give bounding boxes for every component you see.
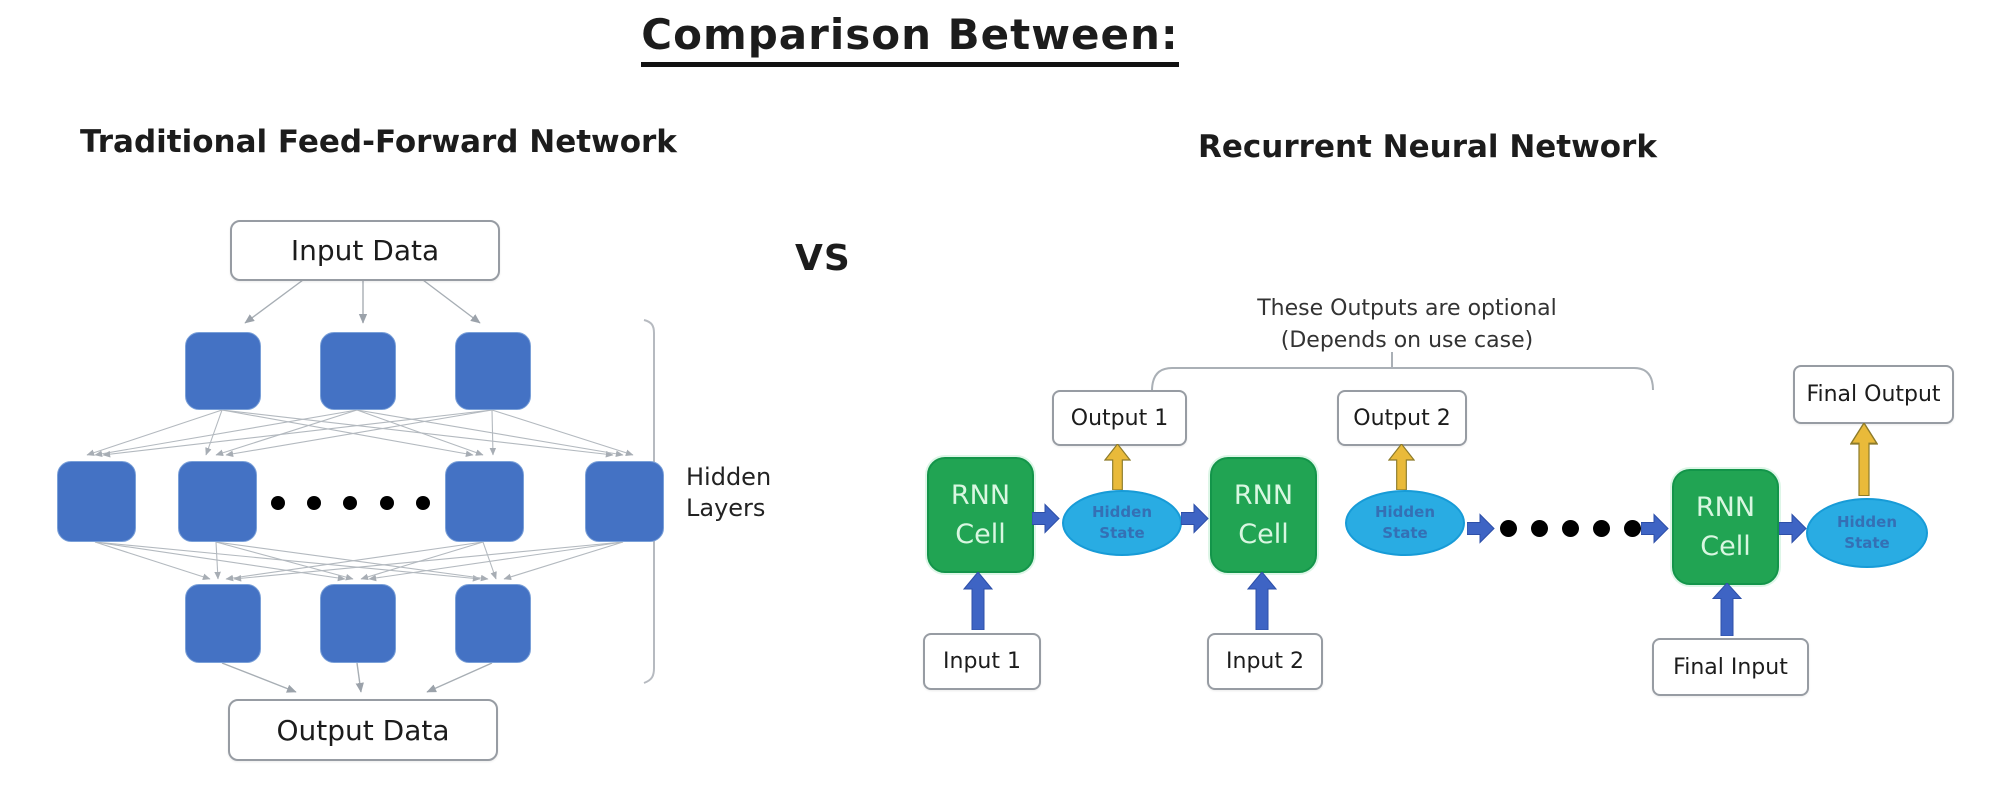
output-data-label: Output Data (276, 713, 450, 747)
hidden-node (320, 332, 396, 410)
rnn-cell-2: RNN Cell (1210, 457, 1317, 573)
ffn-ellipsis-dot (271, 496, 285, 510)
chevron-right-icon (1467, 513, 1495, 544)
rnn-heading: Recurrent Neural Network (1198, 129, 1657, 165)
rnn-cell-1: RNN Cell (927, 457, 1034, 573)
hidden-node (320, 584, 396, 663)
rnn-ellipsis-dot (1500, 520, 1517, 537)
hidden-state-1: Hidden State (1062, 490, 1182, 556)
ffn-connections-layer1 (86, 409, 634, 458)
ffn-connections-layer2 (94, 541, 624, 582)
input-1-box: Input 1 (923, 633, 1041, 690)
ffn-ellipsis-dot (416, 496, 430, 510)
hidden-state-3: Hidden State (1806, 498, 1928, 568)
hidden-state-2: Hidden State (1345, 490, 1465, 556)
output-1-box: Output 1 (1052, 390, 1187, 446)
rnn-cell-3: RNN Cell (1672, 469, 1779, 585)
rnn-ellipsis-dot (1624, 520, 1641, 537)
up-arrow-blue-icon (1712, 583, 1742, 636)
up-arrow-gold-icon (1850, 423, 1878, 496)
chevron-right-icon (1032, 503, 1060, 534)
ffn-ellipsis-dot (380, 496, 394, 510)
final-output-box: Final Output (1793, 365, 1954, 424)
up-arrow-gold-icon (1388, 444, 1415, 490)
chevron-right-icon (1641, 513, 1669, 544)
hidden-node (585, 461, 664, 542)
rnn-ellipsis-dot (1593, 520, 1610, 537)
hidden-node (57, 461, 136, 542)
chevron-right-icon (1181, 503, 1209, 534)
output-data-box: Output Data (228, 699, 498, 761)
up-arrow-blue-icon (1247, 572, 1277, 630)
ffn-ellipsis-dot (343, 496, 357, 510)
hidden-node (455, 584, 531, 663)
up-arrow-gold-icon (1104, 444, 1131, 490)
ffn-input-arrows (244, 279, 481, 324)
chevron-right-icon (1779, 513, 1807, 544)
hidden-node (178, 461, 257, 542)
hidden-node (185, 332, 261, 410)
page-title: Comparison Between: (600, 10, 1220, 67)
input-data-box: Input Data (230, 220, 500, 281)
output-2-box: Output 2 (1337, 390, 1467, 446)
hidden-node (445, 461, 524, 542)
rnn-ellipsis-dot (1562, 520, 1579, 537)
ffn-output-arrows (221, 662, 493, 693)
hidden-layers-label: Hidden Layers (686, 463, 772, 523)
rnn-optional-note: These Outputs are optional (Depends on u… (1257, 296, 1557, 353)
rnn-ellipsis-dot (1531, 520, 1548, 537)
ffn-heading: Traditional Feed-Forward Network (80, 124, 677, 160)
input-2-box: Input 2 (1207, 633, 1323, 690)
up-arrow-blue-icon (963, 572, 993, 630)
final-input-box: Final Input (1652, 638, 1809, 696)
outputs-brace (1151, 352, 1654, 392)
hidden-node (455, 332, 531, 410)
hidden-node (185, 584, 261, 663)
ffn-ellipsis-dot (307, 496, 321, 510)
input-data-label: Input Data (290, 234, 440, 267)
vs-label: VS (795, 238, 851, 279)
